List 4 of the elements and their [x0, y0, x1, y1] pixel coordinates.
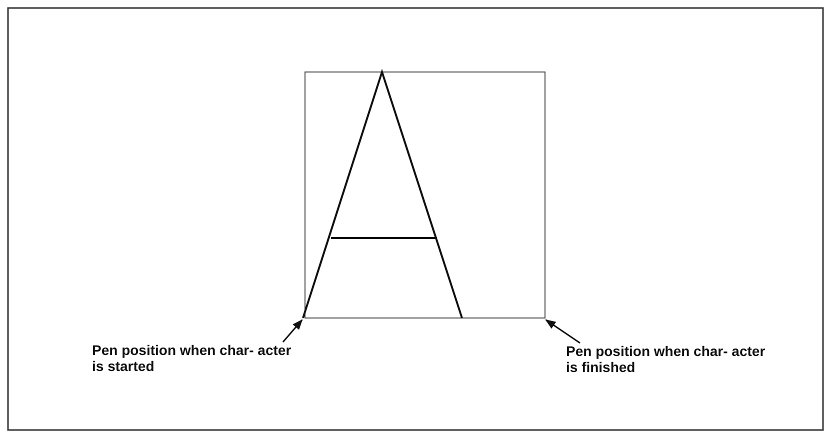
leader-line [282, 319, 303, 342]
callout-text: Pen position when char- acter is started [92, 342, 292, 374]
leader-line [545, 319, 580, 344]
callout-text: Pen position when char- acter is finished [566, 343, 766, 375]
